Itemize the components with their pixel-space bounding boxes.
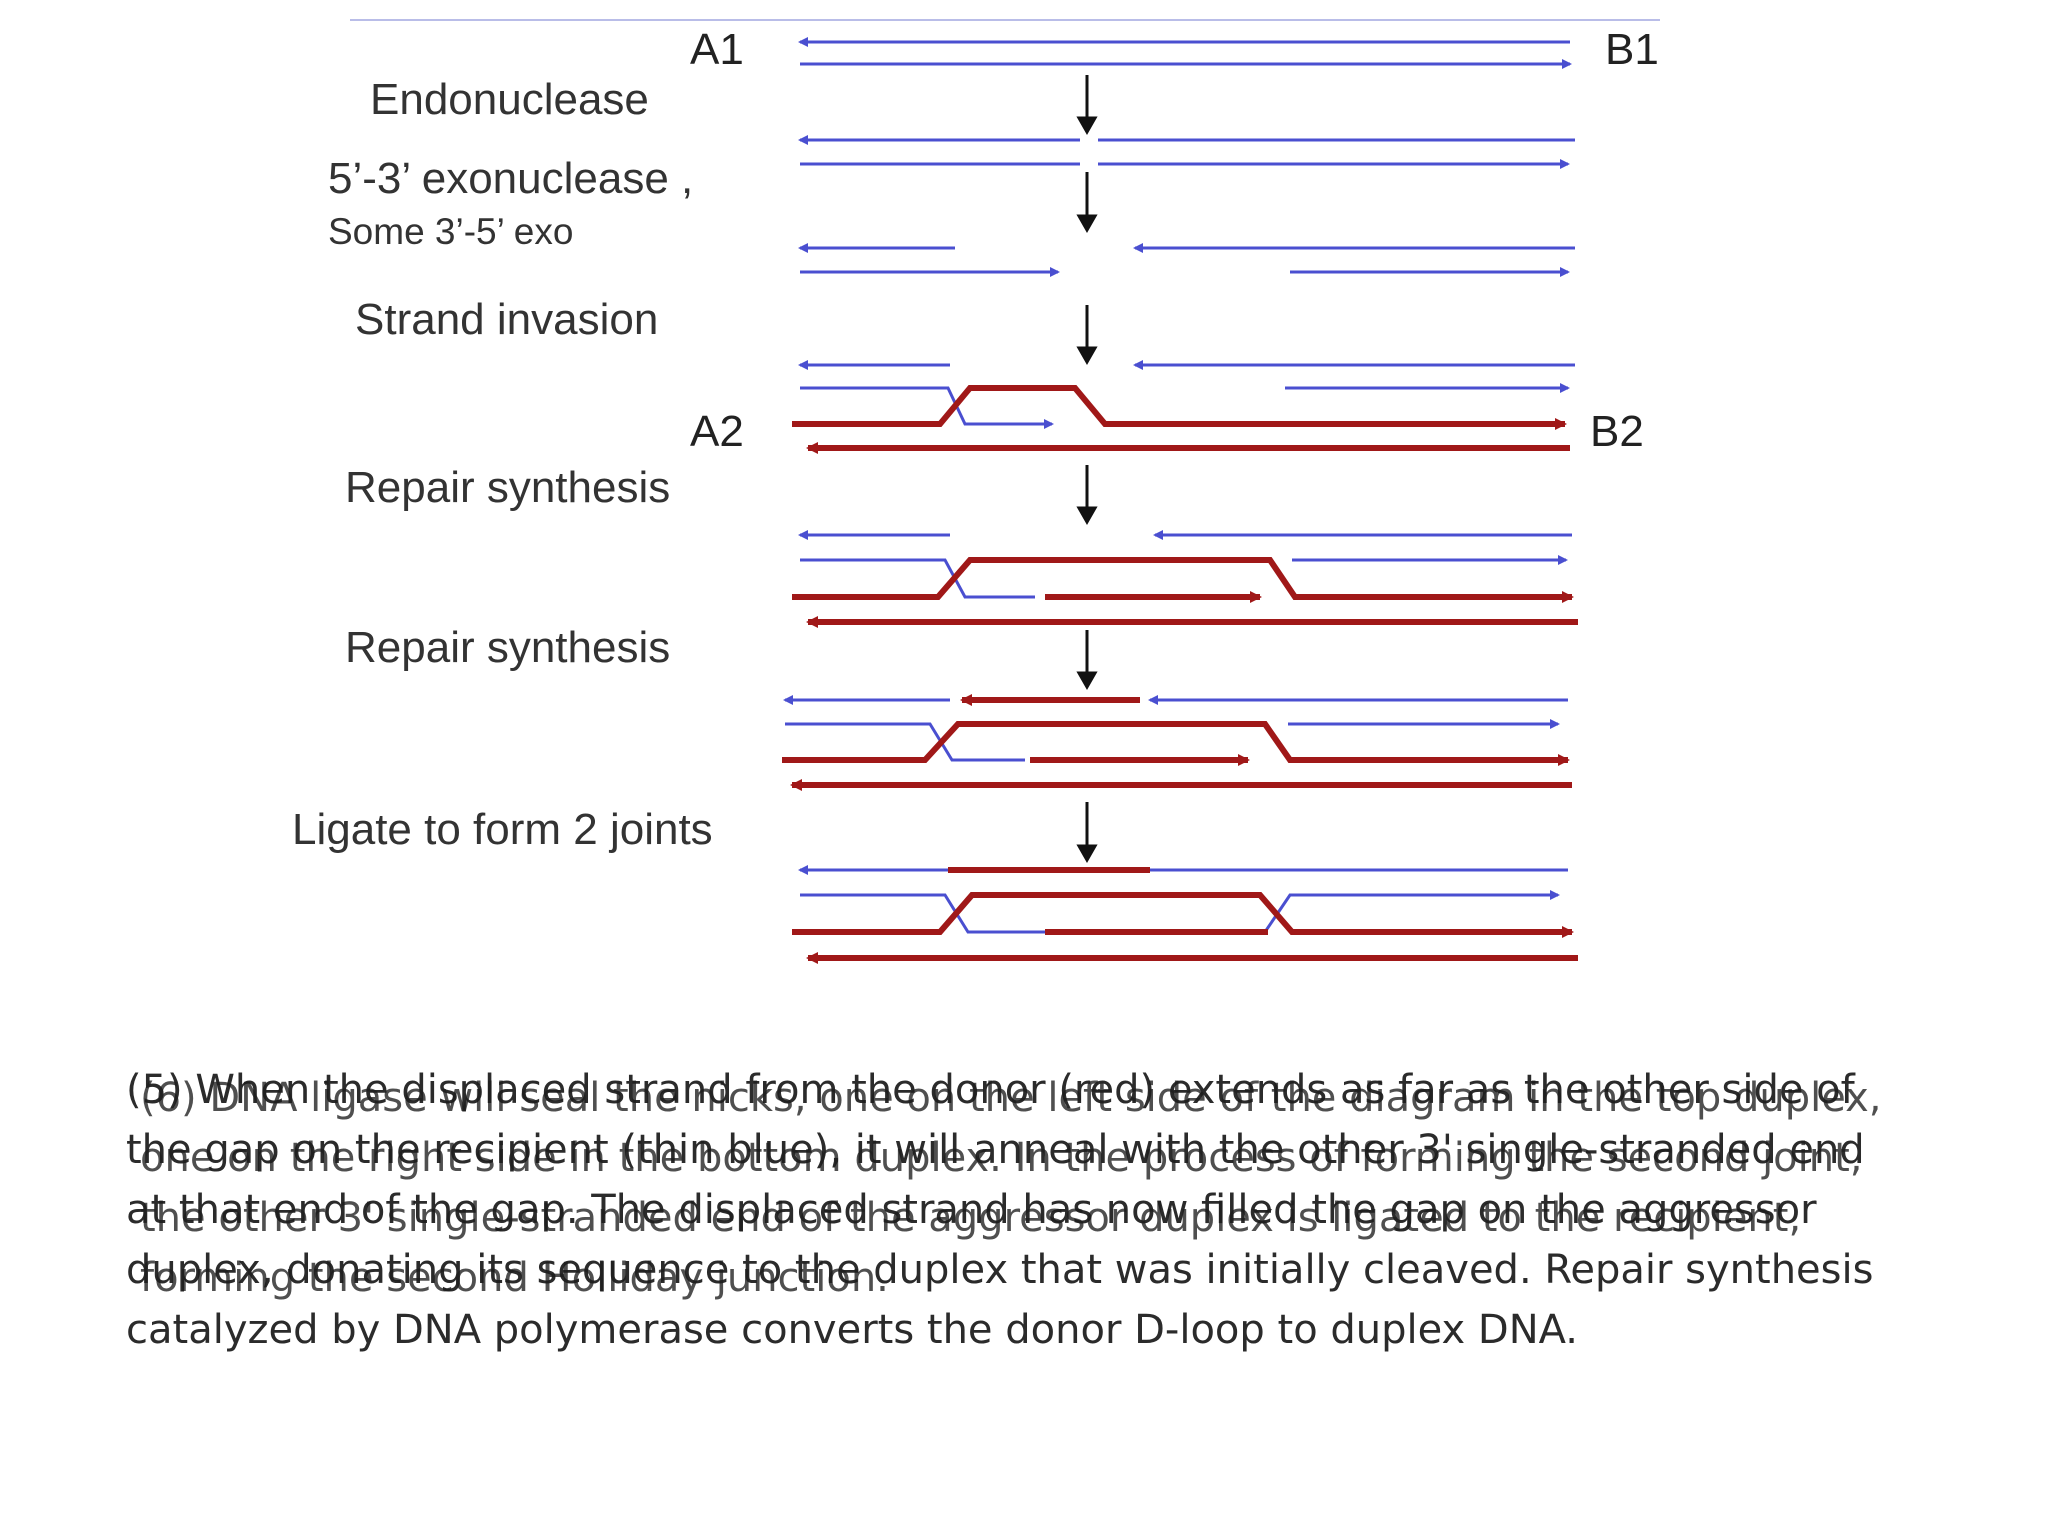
step-arrows	[1076, 75, 1098, 864]
row-3-gapped-duplex	[798, 243, 1575, 277]
step-label-strand-invasion: Strand invasion	[355, 295, 658, 344]
step-label-repair-synthesis-1: Repair synthesis	[345, 463, 670, 512]
step-label-ligate: Ligate to form 2 joints	[292, 805, 713, 854]
caption-step-6-overlay: (6) DNA ligase will seal the nicks, one …	[140, 1075, 1882, 1301]
step-label-some-exo: Some 3’-5’ exo	[328, 211, 573, 252]
step-label-exonuclease: 5’-3’ exonuclease ,	[328, 154, 693, 203]
row-1-intact-duplex	[798, 37, 1572, 69]
row-6-repair-synthesis	[782, 694, 1572, 791]
row-7-two-holliday-junctions	[792, 865, 1578, 964]
row-4-strand-invasion	[792, 360, 1575, 454]
recombination-diagram: A1 B1 A2 B2 Endonuclease 5’-3’ exonuclea…	[292, 19, 1660, 964]
label-b1: B1	[1605, 25, 1659, 74]
row-5-repair-synthesis	[792, 530, 1578, 628]
label-a1: A1	[690, 25, 744, 74]
step-label-endonuclease: Endonuclease	[370, 75, 649, 124]
caption-step-5: (5) When the displaced strand from the d…	[126, 1067, 1874, 1353]
step-label-repair-synthesis-2: Repair synthesis	[345, 623, 670, 672]
label-b2: B2	[1590, 407, 1644, 456]
row-2-nicked-duplex	[798, 135, 1575, 169]
label-a2: A2	[690, 407, 744, 456]
